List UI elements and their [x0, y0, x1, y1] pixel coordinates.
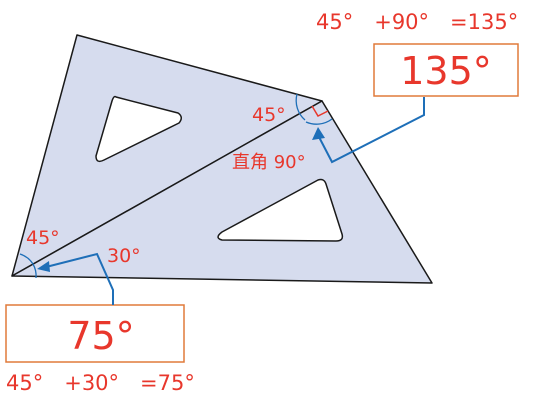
angle-arc-45-top: [295, 93, 306, 121]
set-square-45-cutout: [95, 95, 182, 163]
result-box-bottom: [5, 304, 185, 363]
pointer-line-bottom: [45, 252, 114, 305]
angle-label-30: 30°: [107, 245, 141, 267]
sum-equation-top: 45° +90° =135°: [316, 10, 518, 34]
result-value-bottom: 75°: [67, 314, 134, 358]
angle-arc-90: [305, 118, 333, 125]
right-angle-label: 直角 90°: [232, 152, 306, 173]
result-box-top: [373, 43, 519, 97]
result-value-top: 135°: [400, 49, 492, 93]
pointer-line-top: [318, 97, 425, 164]
pointer-arrow-bottom: [37, 261, 50, 272]
angle-arc-45-left: [19, 253, 34, 265]
sum-equation-bottom: 45° +30° =75°: [6, 371, 195, 395]
angle-label-45-top: 45°: [252, 104, 286, 126]
right-angle-mark: [311, 105, 329, 117]
angle-arc-30: [32, 263, 37, 279]
pointer-arrow-top: [312, 127, 325, 140]
angle-label-45-left: 45°: [26, 227, 60, 249]
set-square-30-60-cutout: [217, 178, 344, 242]
